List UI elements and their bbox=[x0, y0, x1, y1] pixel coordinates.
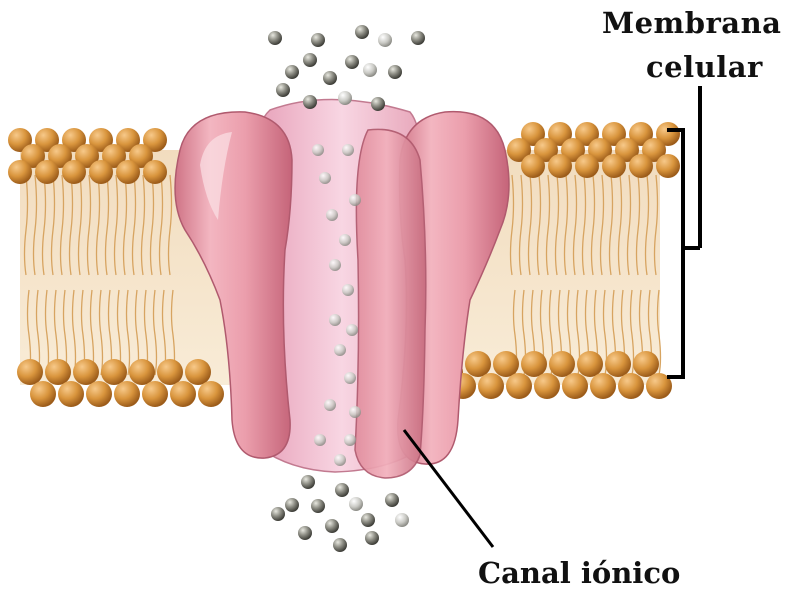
lipid-head bbox=[116, 160, 140, 184]
ion bbox=[334, 344, 346, 356]
lipid-head bbox=[590, 373, 616, 399]
lipid-head bbox=[506, 373, 532, 399]
lipid-head bbox=[101, 359, 127, 385]
lipid-head bbox=[198, 381, 224, 407]
lipid-head bbox=[62, 160, 86, 184]
ion bbox=[298, 526, 312, 540]
lipid-head bbox=[478, 373, 504, 399]
lipid-head bbox=[633, 351, 659, 377]
lipid-head bbox=[521, 154, 545, 178]
ion bbox=[365, 531, 379, 545]
lipid-head bbox=[170, 381, 196, 407]
ion bbox=[285, 498, 299, 512]
ion bbox=[326, 209, 338, 221]
lipid-head bbox=[86, 381, 112, 407]
lipid-head bbox=[575, 154, 599, 178]
ion bbox=[333, 538, 347, 552]
lipid-head bbox=[30, 381, 56, 407]
ion bbox=[346, 324, 358, 336]
lipid-head bbox=[17, 359, 43, 385]
membrane-label-line2: celular bbox=[646, 50, 763, 84]
lipid-head bbox=[548, 154, 572, 178]
ion bbox=[388, 65, 402, 79]
ion bbox=[344, 434, 356, 446]
ion bbox=[378, 33, 392, 47]
ion bbox=[345, 55, 359, 69]
ion bbox=[355, 25, 369, 39]
ion bbox=[342, 144, 354, 156]
ion bbox=[311, 33, 325, 47]
lipid-head bbox=[493, 351, 519, 377]
ion-channel-protein bbox=[175, 99, 509, 478]
ion bbox=[339, 234, 351, 246]
lipid-head bbox=[629, 154, 653, 178]
ion bbox=[335, 483, 349, 497]
ion bbox=[311, 499, 325, 513]
ion bbox=[314, 434, 326, 446]
lipid-head bbox=[73, 359, 99, 385]
lipid-head bbox=[534, 373, 560, 399]
ion bbox=[325, 519, 339, 533]
ion bbox=[334, 454, 346, 466]
ion bbox=[338, 91, 352, 105]
ion bbox=[349, 497, 363, 511]
lipid-head bbox=[577, 351, 603, 377]
lipid-head bbox=[157, 359, 183, 385]
ion bbox=[319, 172, 331, 184]
lipid-head bbox=[549, 351, 575, 377]
channel-label: Canal iónico bbox=[478, 556, 680, 590]
lipid-head bbox=[562, 373, 588, 399]
lipid-head bbox=[521, 351, 547, 377]
ion bbox=[411, 31, 425, 45]
ion bbox=[276, 83, 290, 97]
ion bbox=[271, 507, 285, 521]
lipid-head bbox=[143, 160, 167, 184]
lipid-head bbox=[89, 160, 113, 184]
lipid-head bbox=[605, 351, 631, 377]
ion bbox=[323, 71, 337, 85]
ion bbox=[363, 63, 377, 77]
lipid-head bbox=[8, 160, 32, 184]
ion bbox=[349, 194, 361, 206]
lipid-head bbox=[114, 381, 140, 407]
ion bbox=[268, 31, 282, 45]
membrane-label-line1: Membrana bbox=[602, 6, 781, 40]
channel-subunit-front bbox=[355, 129, 426, 478]
lipid-head bbox=[618, 373, 644, 399]
ion bbox=[303, 53, 317, 67]
ion bbox=[285, 65, 299, 79]
ion bbox=[385, 493, 399, 507]
ion bbox=[395, 513, 409, 527]
ion bbox=[329, 314, 341, 326]
ion bbox=[349, 406, 361, 418]
ion bbox=[371, 97, 385, 111]
lipid-head bbox=[35, 160, 59, 184]
ion bbox=[342, 284, 354, 296]
ions-intracellular bbox=[271, 475, 409, 552]
lipid-head bbox=[465, 351, 491, 377]
ion bbox=[301, 475, 315, 489]
lipid-head bbox=[185, 359, 211, 385]
ion bbox=[361, 513, 375, 527]
membrane-bracket bbox=[667, 86, 700, 377]
lipid-head bbox=[58, 381, 84, 407]
lipid-head bbox=[45, 359, 71, 385]
ion bbox=[303, 95, 317, 109]
lipid-head bbox=[602, 154, 626, 178]
lipid-head bbox=[129, 359, 155, 385]
ions-extracellular bbox=[268, 25, 425, 111]
ion bbox=[324, 399, 336, 411]
lipid-head bbox=[142, 381, 168, 407]
ion bbox=[344, 372, 356, 384]
lipid-head bbox=[656, 154, 680, 178]
ion bbox=[329, 259, 341, 271]
ion bbox=[312, 144, 324, 156]
